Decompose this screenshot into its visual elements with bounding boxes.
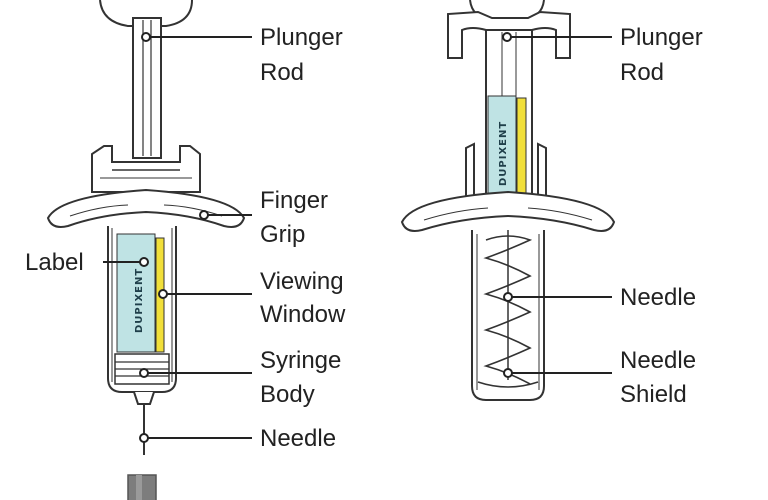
needle-shield-label-2: Shield	[620, 381, 687, 408]
syringe-body-label-1: Syringe	[260, 347, 341, 374]
right-plunger-rod-label-1: Plunger	[620, 24, 703, 51]
right-leaders	[507, 36, 612, 374]
left-brand-text: DUPIXENT	[134, 268, 145, 333]
right-needle-label: Needle	[620, 284, 696, 311]
right-leader-dots	[502, 32, 513, 378]
viewing-window-label-1: Viewing	[260, 268, 344, 295]
right-syringe	[400, 0, 616, 401]
right-viewing-window	[516, 97, 527, 195]
left-collar	[91, 145, 201, 193]
left-hub	[133, 391, 155, 405]
left-syringe	[46, 0, 246, 455]
viewing-window-label-2: Window	[260, 301, 346, 328]
left-leaders	[103, 36, 252, 439]
right-plunger-rod-label-2: Rod	[620, 59, 664, 86]
left-label-area	[116, 233, 156, 353]
left-plunger-rod-label-1: Plunger	[260, 24, 343, 51]
left-plunger-rod-label-2: Rod	[260, 59, 304, 86]
left-leader-dots	[139, 32, 209, 443]
syringe-body-label-2: Body	[260, 381, 315, 408]
label-label: Label	[25, 249, 84, 276]
right-collar	[465, 142, 475, 196]
right-brand-text: DUPIXENT	[498, 121, 509, 186]
finger-grip-label-2: Grip	[260, 221, 305, 248]
left-needle-label: Needle	[260, 425, 336, 452]
needle-shield-label-1: Needle	[620, 347, 696, 374]
finger-grip-label-1: Finger	[260, 187, 328, 214]
left-finger-grip	[46, 188, 246, 228]
right-finger-grip	[400, 190, 616, 232]
